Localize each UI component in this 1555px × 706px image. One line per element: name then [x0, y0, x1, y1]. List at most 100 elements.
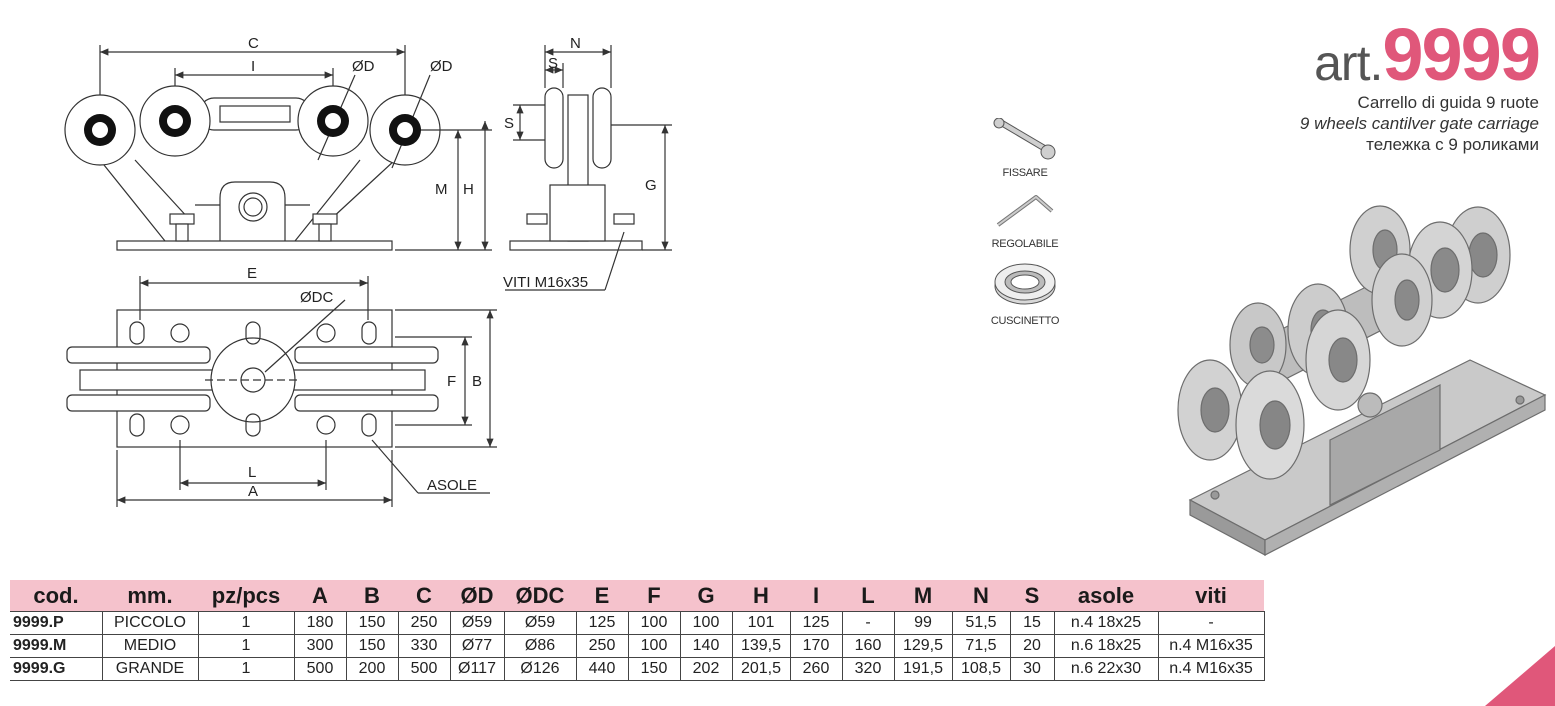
- header-cell: G: [680, 580, 732, 612]
- art-prefix: art.: [1314, 35, 1383, 91]
- table-cell: 140: [679, 634, 733, 658]
- table-cell: 99: [893, 611, 953, 635]
- dim-l-label: L: [248, 464, 256, 481]
- dim-d2-label: ØD: [430, 58, 453, 75]
- table-cell: 500: [293, 657, 347, 681]
- table-cell: 100: [679, 611, 733, 635]
- table-cell: 160: [841, 634, 895, 658]
- header-cell: B: [346, 580, 398, 612]
- header-cell: A: [294, 580, 346, 612]
- header-cell: F: [628, 580, 680, 612]
- table-cell: n.4 M16x35: [1157, 634, 1265, 658]
- dim-e-label: E: [247, 265, 257, 282]
- description-ru: тележка с 9 роликами: [1366, 135, 1539, 154]
- table-cell: Ø117: [449, 657, 505, 681]
- table-cell: 170: [789, 634, 843, 658]
- regolabile-label: REGOLABILE: [991, 238, 1059, 250]
- dim-s-label: S: [548, 55, 558, 72]
- dim-b-label: B: [472, 373, 482, 390]
- dim-dc-label: ØDC: [300, 289, 334, 306]
- table-cell: 150: [627, 657, 681, 681]
- table-cell: 500: [397, 657, 451, 681]
- table-cell: 30: [1009, 657, 1055, 681]
- specs-table: cod. mm. pz/pcs A B C ØD ØDC E F G H I L…: [10, 580, 1265, 681]
- table-cell: 1: [197, 634, 295, 658]
- table-cell: MEDIO: [101, 634, 199, 658]
- table-cell: 440: [575, 657, 629, 681]
- table-cell: 108,5: [951, 657, 1011, 681]
- header-cell: mm.: [102, 580, 198, 612]
- table-cell: 201,5: [731, 657, 791, 681]
- header-cell: H: [732, 580, 790, 612]
- dim-n-label: N: [570, 35, 581, 52]
- description-en: 9 wheels cantilver gate carriage: [1299, 114, 1539, 133]
- table-cell: n.4 M16x35: [1157, 657, 1265, 681]
- table-cell: 51,5: [951, 611, 1011, 635]
- table-cell: 200: [345, 657, 399, 681]
- dim-c-label: C: [248, 35, 259, 52]
- table-cell: 250: [397, 611, 451, 635]
- bearing-icon: [994, 263, 1056, 305]
- dim-i-label: I: [251, 58, 255, 75]
- asole-label: ASOLE: [427, 477, 477, 494]
- table-cell: n.4 18x25: [1053, 611, 1159, 635]
- table-cell: -: [841, 611, 895, 635]
- table-cell: 125: [575, 611, 629, 635]
- table-cell: Ø59: [449, 611, 505, 635]
- table-cell: 1: [197, 611, 295, 635]
- table-cell: Ø77: [449, 634, 505, 658]
- fissare-label: FISSARE: [1002, 167, 1048, 179]
- wrench-icon: [993, 117, 1056, 160]
- cuscinetto-label: CUSCINETTO: [990, 315, 1060, 327]
- table-cell: Ø86: [503, 634, 577, 658]
- table-cell: 260: [789, 657, 843, 681]
- table-cell: 100: [627, 634, 681, 658]
- table-cell: 15: [1009, 611, 1055, 635]
- table-cell: -: [1157, 611, 1265, 635]
- table-cell: 150: [345, 634, 399, 658]
- table-cell: 71,5: [951, 634, 1011, 658]
- table-cell: 129,5: [893, 634, 953, 658]
- header-cell: L: [842, 580, 894, 612]
- dim-s-side-label: S: [504, 115, 514, 132]
- table-cell: 20: [1009, 634, 1055, 658]
- dim-d-label: ØD: [352, 58, 375, 75]
- header-cell: cod.: [10, 580, 102, 612]
- table-cell: n.6 18x25: [1053, 634, 1159, 658]
- table-cell: Ø126: [503, 657, 577, 681]
- table-cell: 320: [841, 657, 895, 681]
- table-cell: 9999.G: [10, 657, 103, 681]
- table-cell: 125: [789, 611, 843, 635]
- table-cell: GRANDE: [101, 657, 199, 681]
- table-cell: PICCOLO: [101, 611, 199, 635]
- table-cell: 202: [679, 657, 733, 681]
- dim-m-label: M: [435, 181, 448, 198]
- table-cell: 191,5: [893, 657, 953, 681]
- header-cell: ØDC: [504, 580, 576, 612]
- table-cell: 300: [293, 634, 347, 658]
- viti-label: VITI M16x35: [503, 274, 588, 291]
- product-title: art.9999 Carrello di guida 9 ruote 9 whe…: [1299, 18, 1541, 155]
- table-cell: 100: [627, 611, 681, 635]
- dim-a-label: A: [248, 483, 258, 500]
- table-cell: 150: [345, 611, 399, 635]
- header-cell: asole: [1054, 580, 1158, 612]
- dim-f-label: F: [447, 373, 456, 390]
- table-cell: 250: [575, 634, 629, 658]
- table-row: 9999.P PICCOLO 1 180 150 250 Ø59 Ø59 125…: [10, 611, 1265, 635]
- table-cell: 1: [197, 657, 295, 681]
- header-cell: pz/pcs: [198, 580, 294, 612]
- table-cell: Ø59: [503, 611, 577, 635]
- top-view: [66, 276, 497, 507]
- table-cell: 9999.P: [10, 611, 103, 635]
- technical-drawing: C I ØD ØD N S S M H G VITI M16x35 E ØDC …: [64, 35, 672, 507]
- table-cell: 139,5: [731, 634, 791, 658]
- feature-icons: FISSARE REGOLABILE CUSCINETTO: [985, 117, 1065, 327]
- dim-h-label: H: [463, 181, 474, 198]
- dim-g-label: G: [645, 177, 657, 194]
- header-cell: E: [576, 580, 628, 612]
- table-header-row: cod. mm. pz/pcs A B C ØD ØDC E F G H I L…: [10, 580, 1264, 612]
- table-cell: n.6 22x30: [1053, 657, 1159, 681]
- table-row: 9999.M MEDIO 1 300 150 330 Ø77 Ø86 250 1…: [10, 634, 1265, 658]
- table-cell: 9999.M: [10, 634, 103, 658]
